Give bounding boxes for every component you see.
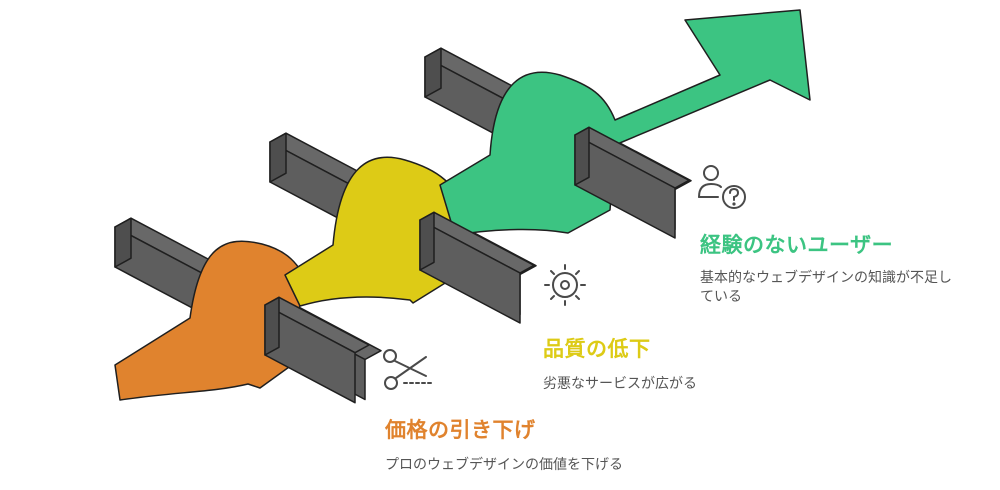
barrier-2-front-end [419, 211, 435, 271]
barrier-3-back-end [424, 47, 442, 98]
item-3-title: 価格の引き下げ [385, 418, 536, 442]
barrier-2-back-end [269, 132, 287, 183]
user-question-icon [698, 165, 746, 209]
item-3-description: プロのウェブデザインの価値を下げる [385, 457, 623, 473]
item-1-title: 経験のないユーザー [700, 233, 894, 257]
item-2-description: 劣悪なサービスが広がる [543, 376, 697, 392]
barrier-3-front-end [574, 126, 590, 186]
barrier-1-back-end [114, 217, 132, 268]
gear-sun-icon [544, 264, 586, 306]
scissors-icon [383, 349, 433, 390]
item-1-label: 経験のないユーザー 基本的なウェブデザインの知識が不足している [700, 229, 970, 307]
item-1-description: 基本的なウェブデザインの知識が不足している [700, 270, 952, 305]
item-3-label: 価格の引き下げ プロのウェブデザインの価値を下げる [385, 414, 645, 475]
green-ribbon [439, 9, 811, 236]
barrier-1-front-end [264, 296, 280, 356]
item-2-label: 品質の低下 劣悪なサービスが広がる [543, 333, 803, 394]
item-2-title: 品質の低下 [543, 337, 651, 361]
